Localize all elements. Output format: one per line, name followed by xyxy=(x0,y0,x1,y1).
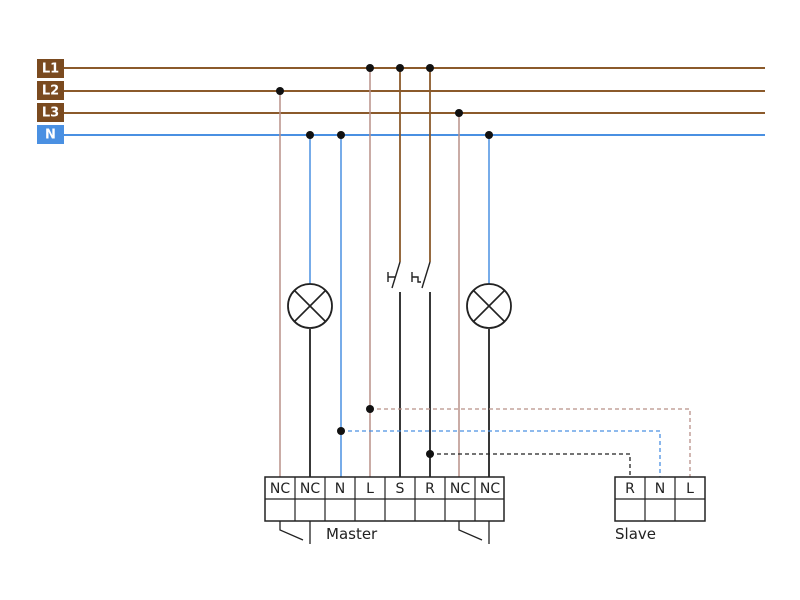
bus-badge-l3: L3 xyxy=(37,103,64,122)
master-terminal-l: L xyxy=(366,481,374,497)
master-terminal-n: N xyxy=(335,481,345,497)
master-caption: Master xyxy=(326,525,378,543)
bus-label-l2: L2 xyxy=(42,84,59,99)
switch-r-actuator xyxy=(411,272,421,283)
junction-l3-nc3 xyxy=(455,109,463,117)
bus-badge-n: N xyxy=(37,125,64,144)
relay-contact-left xyxy=(279,521,311,544)
wires xyxy=(279,68,490,477)
bus-badges: L1 L2 L3 N xyxy=(37,59,64,144)
switch-s xyxy=(387,261,401,289)
master-terminal-nc4: NC xyxy=(480,481,500,497)
master-terminal-nc2: NC xyxy=(300,481,320,497)
master-terminal-nc3: NC xyxy=(450,481,470,497)
slave-terminal-r: R xyxy=(625,481,635,497)
junction-n-nc4 xyxy=(485,131,493,139)
junction-link-r xyxy=(426,450,434,458)
slave-terminal-l: L xyxy=(686,481,694,497)
bus-badge-l2: L2 xyxy=(37,81,64,100)
master-terminal-block: NC NC N L S R NC NC xyxy=(264,476,505,522)
slave-terminal-n: N xyxy=(655,481,665,497)
lamp-left xyxy=(287,283,333,329)
junction-l1-r xyxy=(426,64,434,72)
junction-link-l xyxy=(366,405,374,413)
bus-label-l1: L1 xyxy=(42,62,59,77)
bus-badge-l1: L1 xyxy=(37,59,64,78)
master-terminal-r: R xyxy=(425,481,435,497)
junction-link-n xyxy=(337,427,345,435)
bus-label-l3: L3 xyxy=(42,106,59,121)
junction-l1-l xyxy=(366,64,374,72)
link-r xyxy=(430,453,631,477)
junction-dots xyxy=(276,64,493,458)
junction-n-n xyxy=(337,131,345,139)
switch-s-blade xyxy=(391,261,401,289)
master-terminal-s: S xyxy=(396,481,405,497)
junction-l2-nc1 xyxy=(276,87,284,95)
switch-r-blade xyxy=(421,261,431,289)
lamp-right xyxy=(466,283,512,329)
slave-caption: Slave xyxy=(615,525,656,543)
bus-label-n: N xyxy=(45,128,56,143)
switch-r xyxy=(411,261,431,289)
link-l xyxy=(370,408,691,477)
relay-contact-right xyxy=(458,521,490,544)
slave-terminal-block: R N L xyxy=(614,476,706,522)
junction-n-nc2 xyxy=(306,131,314,139)
slave-links xyxy=(341,408,691,477)
junction-l1-s xyxy=(396,64,404,72)
switch-s-actuator xyxy=(387,272,395,282)
bus-lines xyxy=(64,67,765,136)
link-n xyxy=(341,430,661,477)
master-terminal-nc1: NC xyxy=(270,481,290,497)
